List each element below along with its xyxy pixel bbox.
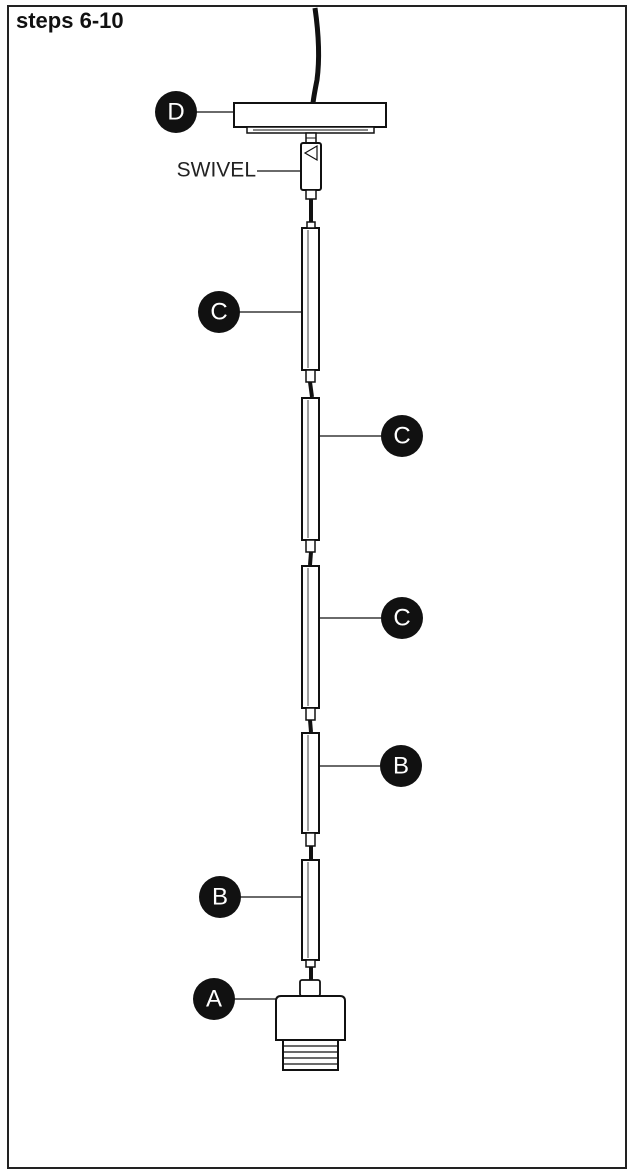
leader-lines [196,111,381,1000]
diagram-frame [7,5,627,1169]
swivel [300,132,322,200]
callout-letter-c-1: C [210,299,227,326]
stem-segment-b-2 [301,859,320,968]
callout-badge-b-1: B [380,745,422,787]
swivel-label: SWIVEL [177,159,256,182]
callout-letter-b-1: B [393,753,409,780]
cord-links [308,199,314,980]
callout-badge-c-3: C [381,597,423,639]
callout-badge-c-2: C [381,415,423,457]
canopy-part-d [233,102,387,134]
stem-segment-c-2 [301,397,320,553]
stem-segment-b-1 [301,732,320,847]
callout-letter-d: D [167,99,184,126]
callout-letter-b-2: B [212,884,228,911]
callout-badge-b-2: B [199,876,241,918]
power-cord [310,7,322,104]
callout-letter-c-3: C [393,605,410,632]
socket-part-a [275,979,346,1071]
callout-letter-a: A [206,986,222,1013]
callout-badge-d: D [155,91,197,133]
stem-segment-c-1 [301,221,320,383]
callout-badge-a: A [193,978,235,1020]
callout-badge-c-1: C [198,291,240,333]
stem-segment-c-3 [301,565,320,721]
callout-letter-c-2: C [393,423,410,450]
page-title: steps 6-10 [16,8,124,33]
